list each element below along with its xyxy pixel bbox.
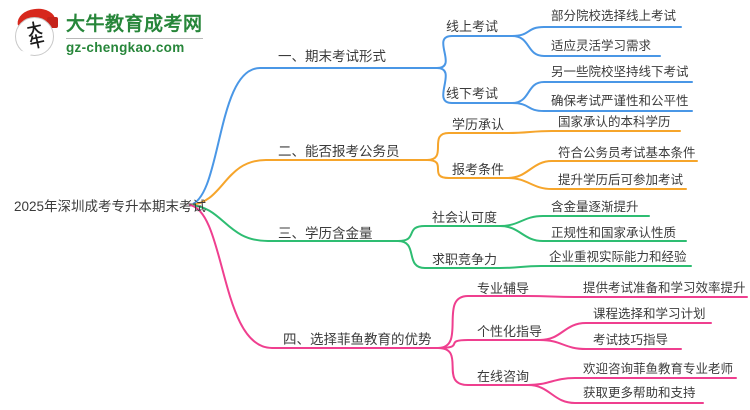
subtopic-professional-tutoring[interactable]: 专业辅导 bbox=[477, 281, 530, 296]
leaf-job-competitiveness-1[interactable]: 企业重视实际能力和经验 bbox=[549, 250, 687, 264]
leaf-offline-exam-2[interactable]: 确保考试严谨性和公平性 bbox=[551, 94, 689, 108]
leaf-online-exam-1[interactable]: 部分院校选择线上考试 bbox=[551, 9, 677, 23]
leaf-online-consultation-2[interactable]: 获取更多帮助和支持 bbox=[583, 386, 696, 400]
leaf-online-consultation-1[interactable]: 欢迎咨询菲鱼教育专业老师 bbox=[583, 362, 734, 376]
branch-3-lines bbox=[189, 204, 692, 269]
logo-speech-bubble bbox=[15, 17, 54, 56]
logo-domain: gz-chengkao.com bbox=[66, 39, 185, 55]
branch-2-lines bbox=[189, 130, 698, 206]
subtopic-job-competitiveness[interactable]: 求职竞争力 bbox=[432, 252, 498, 267]
leaf-personalized-guidance-1[interactable]: 课程选择和学习计划 bbox=[593, 307, 706, 321]
logo-text-block: 大牛教育成考网 gz-chengkao.com bbox=[66, 14, 203, 55]
branch-feiyu-advantages[interactable]: 四、选择菲鱼教育的优势 bbox=[283, 332, 432, 347]
subtopic-social-recognition[interactable]: 社会认可度 bbox=[432, 210, 498, 225]
leaf-degree-recognition-1[interactable]: 国家承认的本科学历 bbox=[558, 115, 671, 129]
subtopic-degree-recognition[interactable]: 学历承认 bbox=[452, 117, 505, 132]
logo-site-name: 大牛教育成考网 bbox=[66, 13, 203, 35]
leaf-online-exam-2[interactable]: 适应灵活学习需求 bbox=[551, 39, 652, 53]
leaf-professional-tutoring-1[interactable]: 提供考试准备和学习效率提升 bbox=[583, 281, 746, 295]
subtopic-personalized-guidance[interactable]: 个性化指导 bbox=[477, 324, 543, 339]
subtopic-application-conditions[interactable]: 报考条件 bbox=[452, 162, 505, 177]
root-topic[interactable]: 2025年深圳成考专升本期末考试 bbox=[14, 199, 207, 214]
subtopic-online-consultation[interactable]: 在线咨询 bbox=[477, 369, 530, 384]
leaf-offline-exam-1[interactable]: 另一些院校坚持线下考试 bbox=[551, 65, 689, 79]
logo-red-seal bbox=[47, 17, 58, 28]
branch-4-lines bbox=[189, 204, 748, 404]
branch-1-lines bbox=[189, 26, 693, 206]
leaf-personalized-guidance-2[interactable]: 考试技巧指导 bbox=[593, 333, 669, 347]
branch-exam-format[interactable]: 一、期末考试形式 bbox=[278, 49, 386, 64]
leaf-social-recognition-1[interactable]: 含金量逐渐提升 bbox=[551, 200, 639, 214]
logo-divider bbox=[66, 37, 203, 39]
site-logo[interactable]: 大牛 大牛教育成考网 gz-chengkao.com bbox=[12, 7, 203, 60]
daniu-seal-icon: 大牛 bbox=[12, 7, 60, 60]
leaf-application-conditions-2[interactable]: 提升学历后可参加考试 bbox=[558, 173, 684, 187]
subtopic-online-exam[interactable]: 线上考试 bbox=[446, 19, 499, 34]
branch-degree-value[interactable]: 三、学历含金量 bbox=[278, 226, 373, 241]
branch-civil-service[interactable]: 二、能否报考公务员 bbox=[278, 144, 400, 159]
subtopic-offline-exam[interactable]: 线下考试 bbox=[446, 86, 499, 101]
leaf-social-recognition-2[interactable]: 正规性和国家承认性质 bbox=[551, 226, 677, 240]
leaf-application-conditions-1[interactable]: 符合公务员考试基本条件 bbox=[558, 146, 696, 160]
